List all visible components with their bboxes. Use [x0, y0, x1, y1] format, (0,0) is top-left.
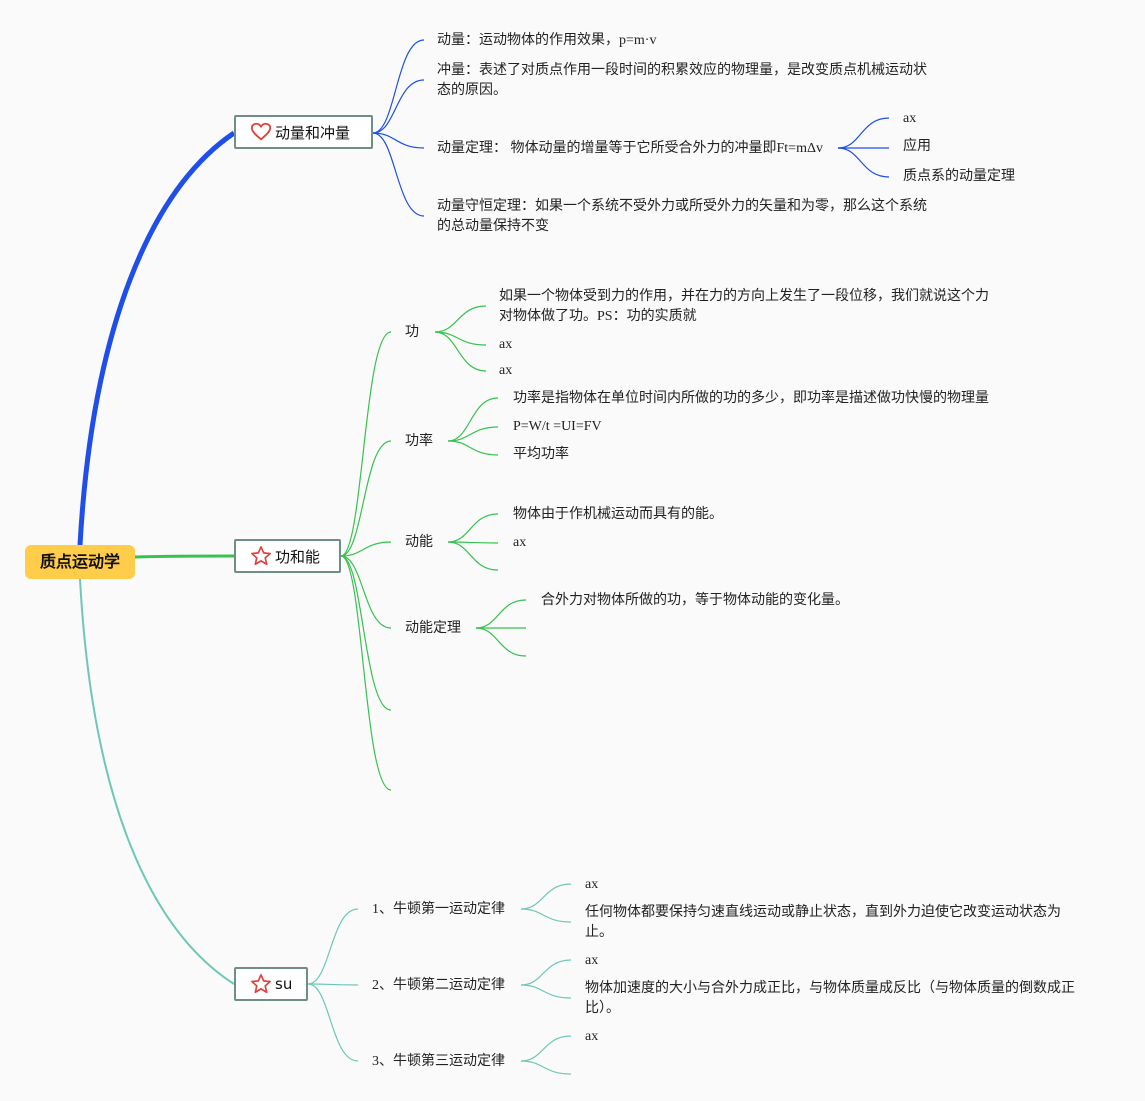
connector-curve: [307, 983, 359, 1062]
connector-curve: [520, 984, 572, 999]
connector-curve: [447, 541, 499, 571]
connector-curve: [520, 908, 572, 923]
subtopic-work[interactable]: 功: [405, 325, 419, 340]
star-icon: [250, 545, 272, 567]
connector-curve: [372, 79, 425, 134]
leaf-work-ax-2[interactable]: ax: [499, 363, 513, 378]
connector-curve: [520, 959, 572, 986]
topic-momentum[interactable]: 动量和冲量: [234, 115, 373, 149]
subtopic-newton-second-law[interactable]: 2、牛顿第二运动定律: [372, 978, 505, 993]
link-root-work: [134, 554, 235, 559]
connector-curve: [475, 627, 527, 657]
subtopic-momentum-conservation[interactable]: 动量守恒定理：如果一个系统不受外力或所受外力的矢量和为零，那么这个系统的总动量保…: [437, 199, 927, 234]
connector-curve: [372, 39, 425, 134]
connector-curve: [340, 555, 392, 791]
leaf-average-power[interactable]: 平均功率: [513, 447, 569, 462]
subtopic-power[interactable]: 功率: [405, 434, 433, 449]
link-root-momentum: [77, 130, 236, 546]
leaf-work-energy-theorem-definition[interactable]: 合外力对物体所做的功，等于物体动能的变化量。: [541, 593, 849, 608]
leaf-momentum-theorem-application[interactable]: 应用: [903, 139, 931, 154]
connector-curve: [837, 147, 890, 178]
connector-curve: [340, 555, 392, 711]
connector-curve: [447, 513, 499, 543]
topic-label: 功和能: [275, 547, 321, 566]
leaf-kinetic-energy-ax[interactable]: ax: [513, 535, 527, 550]
connector-curve: [447, 440, 499, 456]
connector-curve: [447, 397, 499, 442]
subtopic-momentum-definition[interactable]: 动量：运动物体的作用效果，p=m·v: [437, 33, 657, 48]
connector-curve: [434, 331, 487, 372]
leaf-momentum-theorem-ax[interactable]: ax: [903, 111, 917, 126]
connector-curve: [475, 599, 527, 629]
subtopic-newton-first-law[interactable]: 1、牛顿第一运动定律: [372, 902, 505, 917]
leaf-power-definition[interactable]: 功率是指物体在单位时间内所做的功的多少，即功率是描述做功快慢的物理量: [513, 391, 989, 406]
leaf-first-law-ax[interactable]: ax: [585, 877, 599, 892]
subtopic-impulse-definition[interactable]: 冲量：表述了对质点作用一段时间的积累效应的物理量，是改变质点机械运动状态的原因。: [437, 63, 927, 98]
star-icon: [250, 973, 272, 995]
connector-curve: [520, 1060, 572, 1075]
subtopic-kinetic-energy[interactable]: 动能: [405, 535, 433, 550]
leaf-third-law-ax[interactable]: ax: [585, 1029, 599, 1044]
link-root-newton: [79, 578, 235, 985]
connector-curve: [434, 305, 487, 333]
connector-curve: [372, 132, 425, 149]
heart-icon: [250, 121, 272, 143]
connector-curve: [307, 908, 359, 985]
connector-curve: [447, 426, 499, 442]
connector-curve: [340, 331, 392, 557]
subtopic-momentum-theorem[interactable]: 动量定理： 物体动量的增量等于它所受合外力的冲量即Ft=mΔv: [437, 141, 823, 156]
connector-curve: [520, 883, 572, 910]
leaf-first-law-statement[interactable]: 任何物体都要保持匀速直线运动或静止状态，直到外力迫使它改变运动状态为止。: [585, 905, 1061, 940]
connector-curve: [340, 541, 392, 557]
subtopic-newton-third-law[interactable]: 3、牛顿第三运动定律: [372, 1054, 505, 1069]
connector-curve: [340, 440, 392, 557]
leaf-second-law-ax[interactable]: ax: [585, 953, 599, 968]
connector-curve: [340, 555, 392, 629]
root-topic[interactable]: 质点运动学: [25, 545, 135, 579]
leaf-second-law-statement[interactable]: 物体加速度的大小与合外力成正比，与物体质量成反比（与物体质量的倒数成正比）。: [585, 981, 1075, 1016]
leaf-power-formula[interactable]: P=W/t =UI=FV: [513, 419, 602, 434]
subtopic-work-energy-theorem[interactable]: 动能定理: [405, 621, 461, 636]
topic-label: 动量和冲量: [275, 123, 351, 142]
connector-curve: [307, 983, 359, 986]
connector-curve: [372, 132, 425, 217]
leaf-kinetic-energy-definition[interactable]: 物体由于作机械运动而具有的能。: [513, 507, 723, 522]
leaf-work-ax-1[interactable]: ax: [499, 337, 513, 352]
connector-curve: [520, 1035, 572, 1062]
connector-curve: [837, 117, 890, 149]
topic-label: su: [275, 975, 293, 993]
leaf-work-definition[interactable]: 如果一个物体受到力的作用，并在力的方向上发生了一段位移，我们就说这个力对物体做了…: [499, 289, 989, 324]
topic-work[interactable]: 功和能: [234, 539, 341, 573]
topic-newton[interactable]: su: [234, 967, 308, 1001]
leaf-momentum-theorem-system[interactable]: 质点系的动量定理: [903, 169, 1015, 184]
